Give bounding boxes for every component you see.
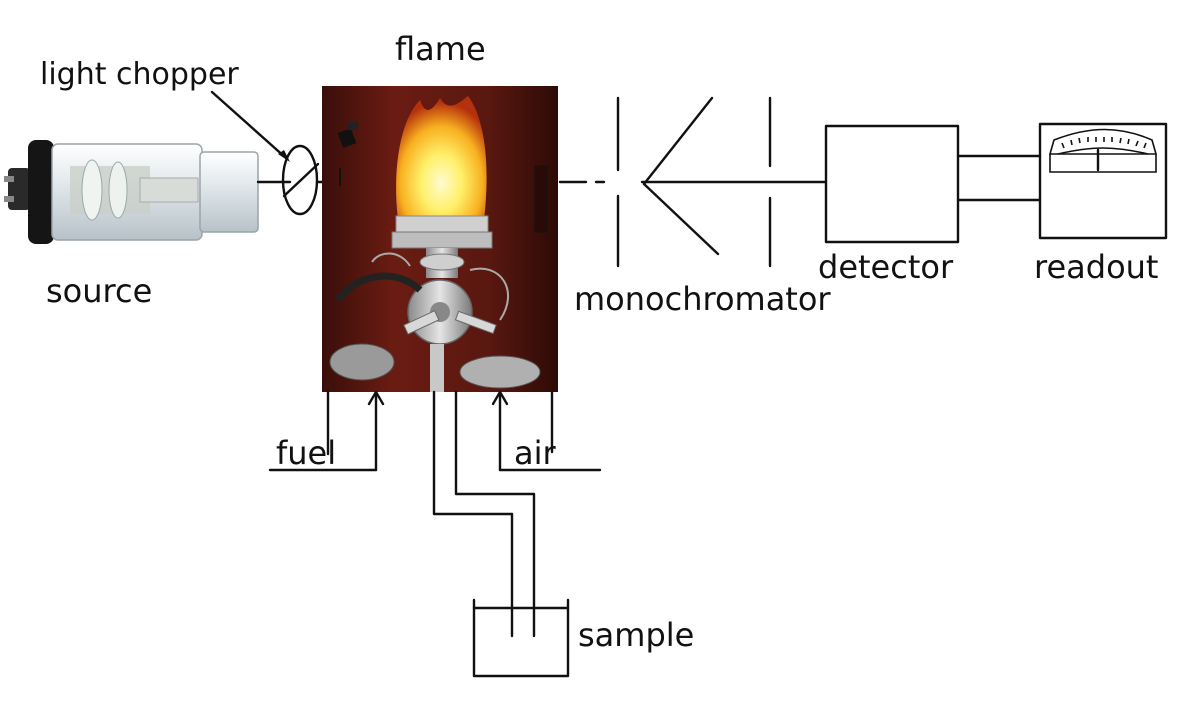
monochromator-icon (618, 98, 826, 266)
sample-tubing (434, 392, 534, 636)
air-label: air (514, 434, 557, 472)
fuel-label: fuel (276, 434, 336, 472)
sample-label: sample (578, 616, 694, 654)
light-chopper-label: light chopper (40, 57, 239, 92)
sample-beaker-icon (474, 600, 568, 676)
source-label: source (46, 272, 152, 310)
monochromator-label: monochromator (574, 280, 831, 318)
flame-burner-icon (322, 86, 558, 392)
detector-box (826, 126, 958, 242)
flame-label: flame (395, 30, 486, 68)
readout-box (1040, 124, 1166, 238)
readout-label: readout (1034, 248, 1158, 286)
detector-label: detector (818, 248, 954, 286)
analog-meter-icon (1050, 130, 1156, 173)
hollow-cathode-lamp-icon (4, 140, 258, 244)
